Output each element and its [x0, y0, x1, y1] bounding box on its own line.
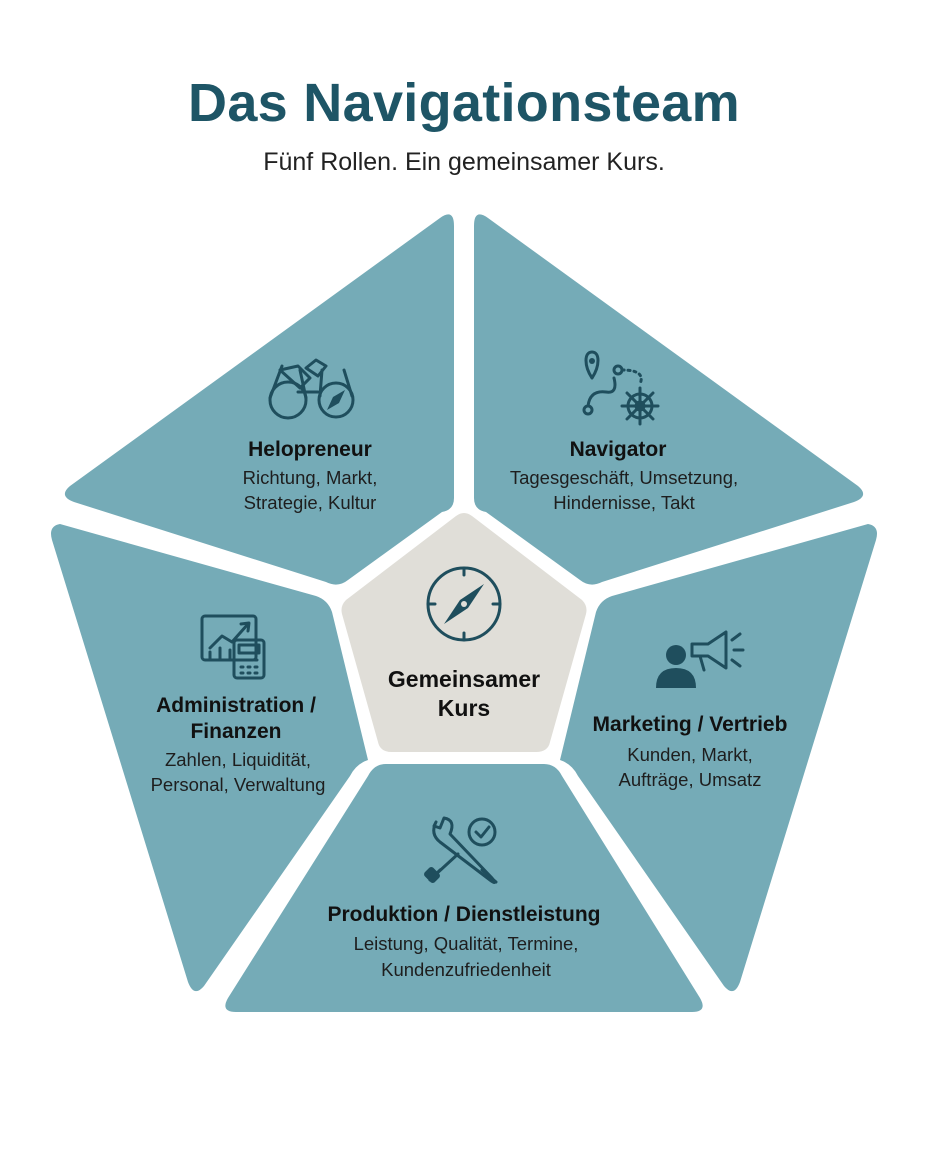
segment-produktion-shape	[225, 764, 703, 1012]
role-desc-helopreneur-line2: Strategie, Kultur	[244, 492, 377, 513]
role-title-navigator: Navigator	[570, 438, 667, 461]
role-title-administration-line1: Administration /	[156, 694, 316, 717]
segment-marketing-shape	[560, 524, 877, 992]
role-title-administration-line2: Finanzen	[190, 720, 281, 743]
role-desc-navigator-line2: Hindernisse, Takt	[553, 492, 695, 513]
role-title-helopreneur: Helopreneur	[248, 438, 372, 461]
route-helm-icon	[582, 350, 660, 426]
segment-helopreneur-shape	[64, 214, 454, 585]
segment-helopreneur: Helopreneur Richtung, Markt, Strategie, …	[64, 214, 454, 585]
chart-calculator-icon	[200, 614, 266, 680]
page-title: Das Navigationsteam	[188, 73, 740, 133]
center-hub: Gemeinsamer Kurs	[341, 513, 587, 752]
segment-produktion: Produktion / Dienstleistung Leistung, Qu…	[225, 764, 703, 1012]
segment-administration: Administration / Finanzen Zahlen, Liquid…	[51, 524, 368, 992]
role-desc-administration-line2: Personal, Verwaltung	[151, 774, 326, 795]
role-desc-produktion-line1: Leistung, Qualität, Termine,	[354, 933, 579, 954]
center-label-line2: Kurs	[438, 695, 490, 721]
person-megaphone-icon	[656, 630, 745, 688]
role-title-produktion: Produktion / Dienstleistung	[327, 903, 600, 926]
role-desc-marketing-line2: Aufträge, Umsatz	[619, 769, 762, 790]
role-desc-produktion-line2: Kundenzufriedenheit	[381, 959, 551, 980]
binoculars-compass-icon	[268, 358, 355, 420]
role-desc-navigator-line1: Tagesgeschäft, Umsetzung,	[510, 467, 738, 488]
segment-marketing: Marketing / Vertrieb Kunden, Markt, Auft…	[560, 524, 877, 992]
role-desc-marketing-line1: Kunden, Markt,	[627, 744, 752, 765]
compass-icon	[426, 566, 502, 642]
segment-administration-shape	[51, 524, 368, 992]
segment-navigator: Navigator Tagesgeschäft, Umsetzung, Hind…	[474, 214, 864, 585]
wrench-screwdriver-check-icon	[424, 816, 498, 885]
page-subtitle: Fünf Rollen. Ein gemeinsamer Kurs.	[263, 148, 665, 176]
role-title-marketing: Marketing / Vertrieb	[593, 713, 788, 736]
segment-navigator-shape	[474, 214, 864, 585]
center-label-line1: Gemeinsamer	[388, 666, 540, 692]
role-desc-administration-line1: Zahlen, Liquidität,	[165, 749, 311, 770]
role-desc-helopreneur-line1: Richtung, Markt,	[243, 467, 378, 488]
